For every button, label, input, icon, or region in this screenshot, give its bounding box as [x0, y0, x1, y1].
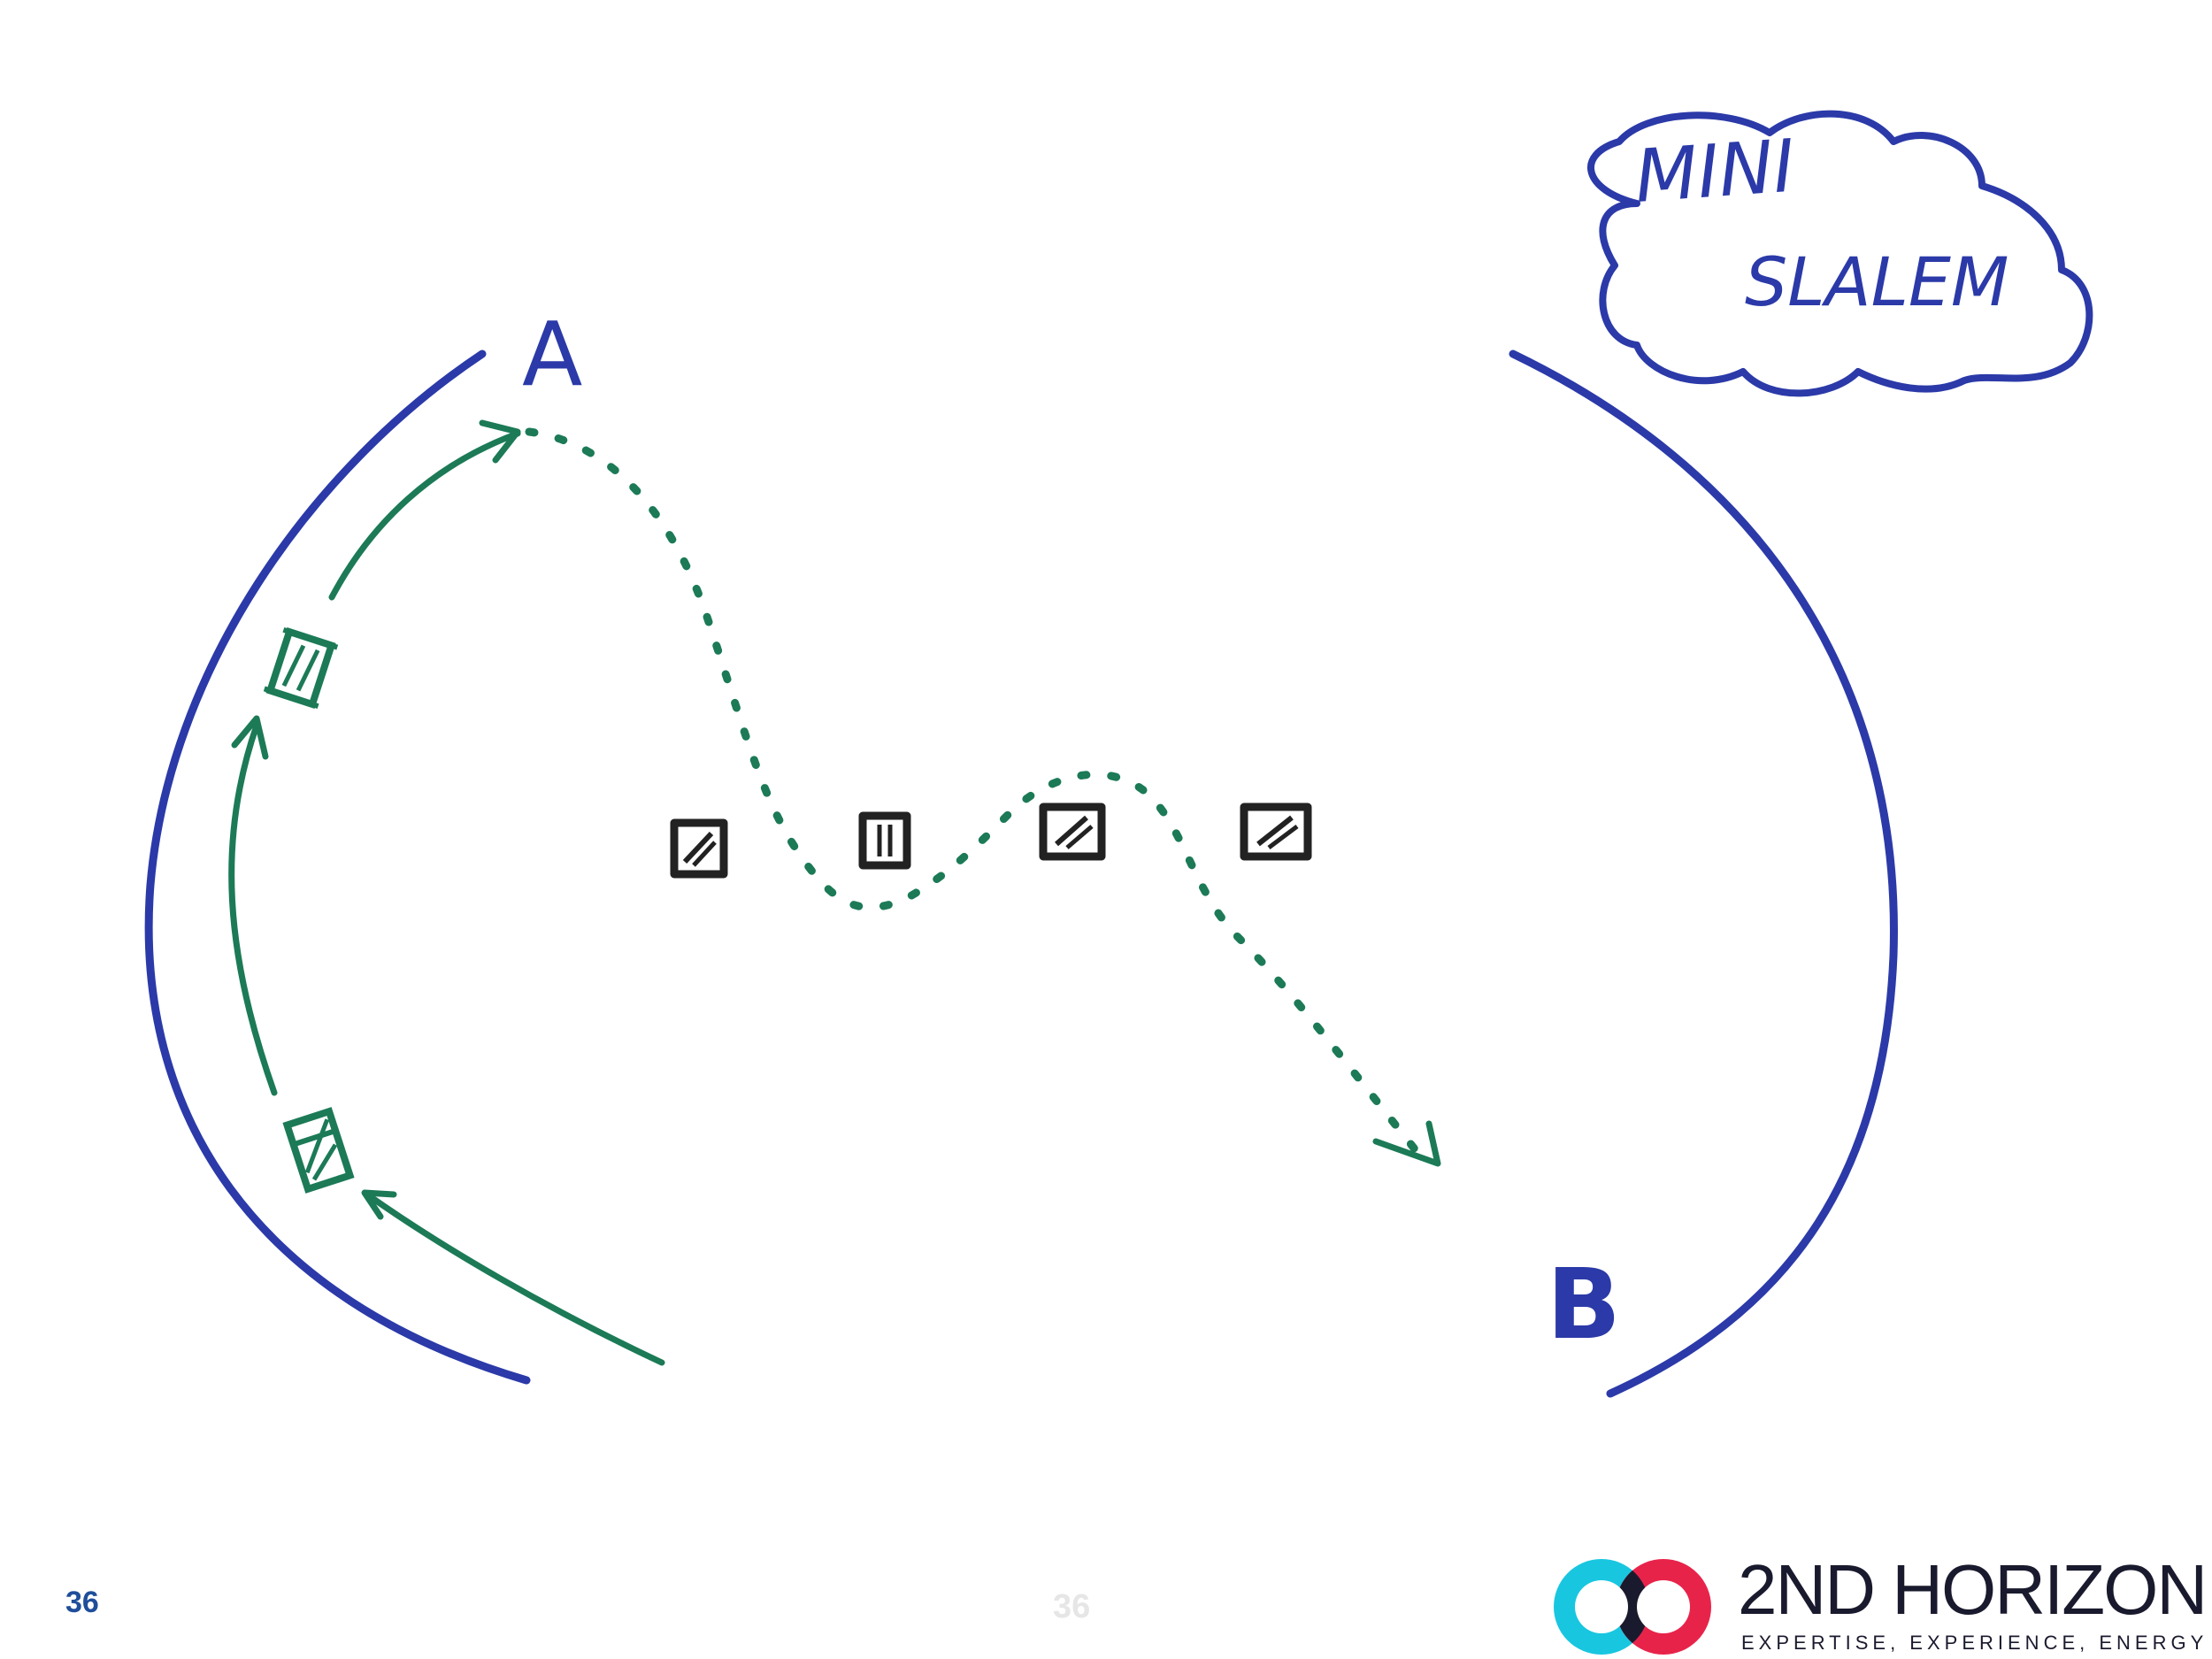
slalem-dotted-path: [525, 427, 1420, 1155]
approach-path-middle: [228, 722, 278, 1096]
approach-path-lower: [364, 1191, 665, 1366]
note-line2: SLALEM: [1745, 242, 2009, 321]
slalem-block-icon: [1039, 803, 1106, 861]
cloud-shape-icon: [1587, 110, 2093, 397]
slalem-block-icon: [858, 811, 911, 870]
arrowhead-icon: [231, 715, 269, 760]
point-a-label: A: [522, 303, 582, 406]
brand-name: 2ND HORIZON: [1738, 1550, 2208, 1629]
page-number-watermark: 36: [1053, 1588, 1091, 1625]
arrowhead-icon: [479, 419, 521, 464]
logo-rings-icon: [1554, 1559, 1711, 1655]
slalem-block-icon: [670, 818, 728, 879]
left-boundary-arc: [144, 349, 531, 1385]
brand-logo[interactable]: 2ND HORIZON EXPERTISE, EXPERIENCE, ENERG…: [1547, 1550, 2208, 1655]
slalem-block-icon: [1240, 803, 1312, 861]
approach-path-upper: [328, 430, 521, 601]
note-line1: MINI: [1632, 125, 1798, 219]
pylon-marker-icon: [263, 626, 339, 710]
brand-tagline: EXPERTISE, EXPERIENCE, ENERGY: [1741, 1632, 2208, 1654]
arrowhead-icon: [1372, 1120, 1441, 1167]
right-boundary-arc: [1509, 349, 1898, 1398]
point-b-label: B: [1547, 1248, 1621, 1361]
page-number: 36: [65, 1586, 99, 1619]
pylon-marker-icon: [282, 1107, 355, 1194]
arrowhead-icon: [361, 1189, 397, 1220]
